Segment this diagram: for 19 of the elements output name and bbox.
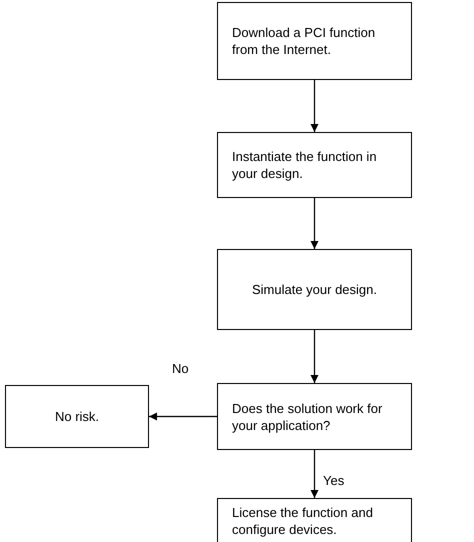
arrow: [149, 412, 217, 420]
box-text: No risk.: [54, 408, 100, 425]
box-text: Download a PCI function from the Internet.: [232, 24, 376, 58]
box-text: Simulate your design.: [252, 281, 377, 298]
process-box: [217, 249, 412, 330]
edge-label: Yes: [322, 474, 346, 487]
arrow: [310, 198, 318, 249]
arrow: [310, 330, 318, 383]
process-box: [217, 132, 412, 198]
arrow: [310, 450, 318, 498]
box-text: Does the solution work for your application?: [232, 400, 384, 434]
box-text: License the function and configure devices.: [232, 504, 374, 538]
process-box: [5, 385, 149, 448]
arrow: [310, 80, 318, 132]
process-box: [217, 498, 412, 542]
box-text: Instantiate the function in your design.: [232, 148, 378, 182]
edge-label: No: [171, 362, 190, 375]
process-box: [217, 383, 412, 450]
process-box: [217, 2, 412, 80]
